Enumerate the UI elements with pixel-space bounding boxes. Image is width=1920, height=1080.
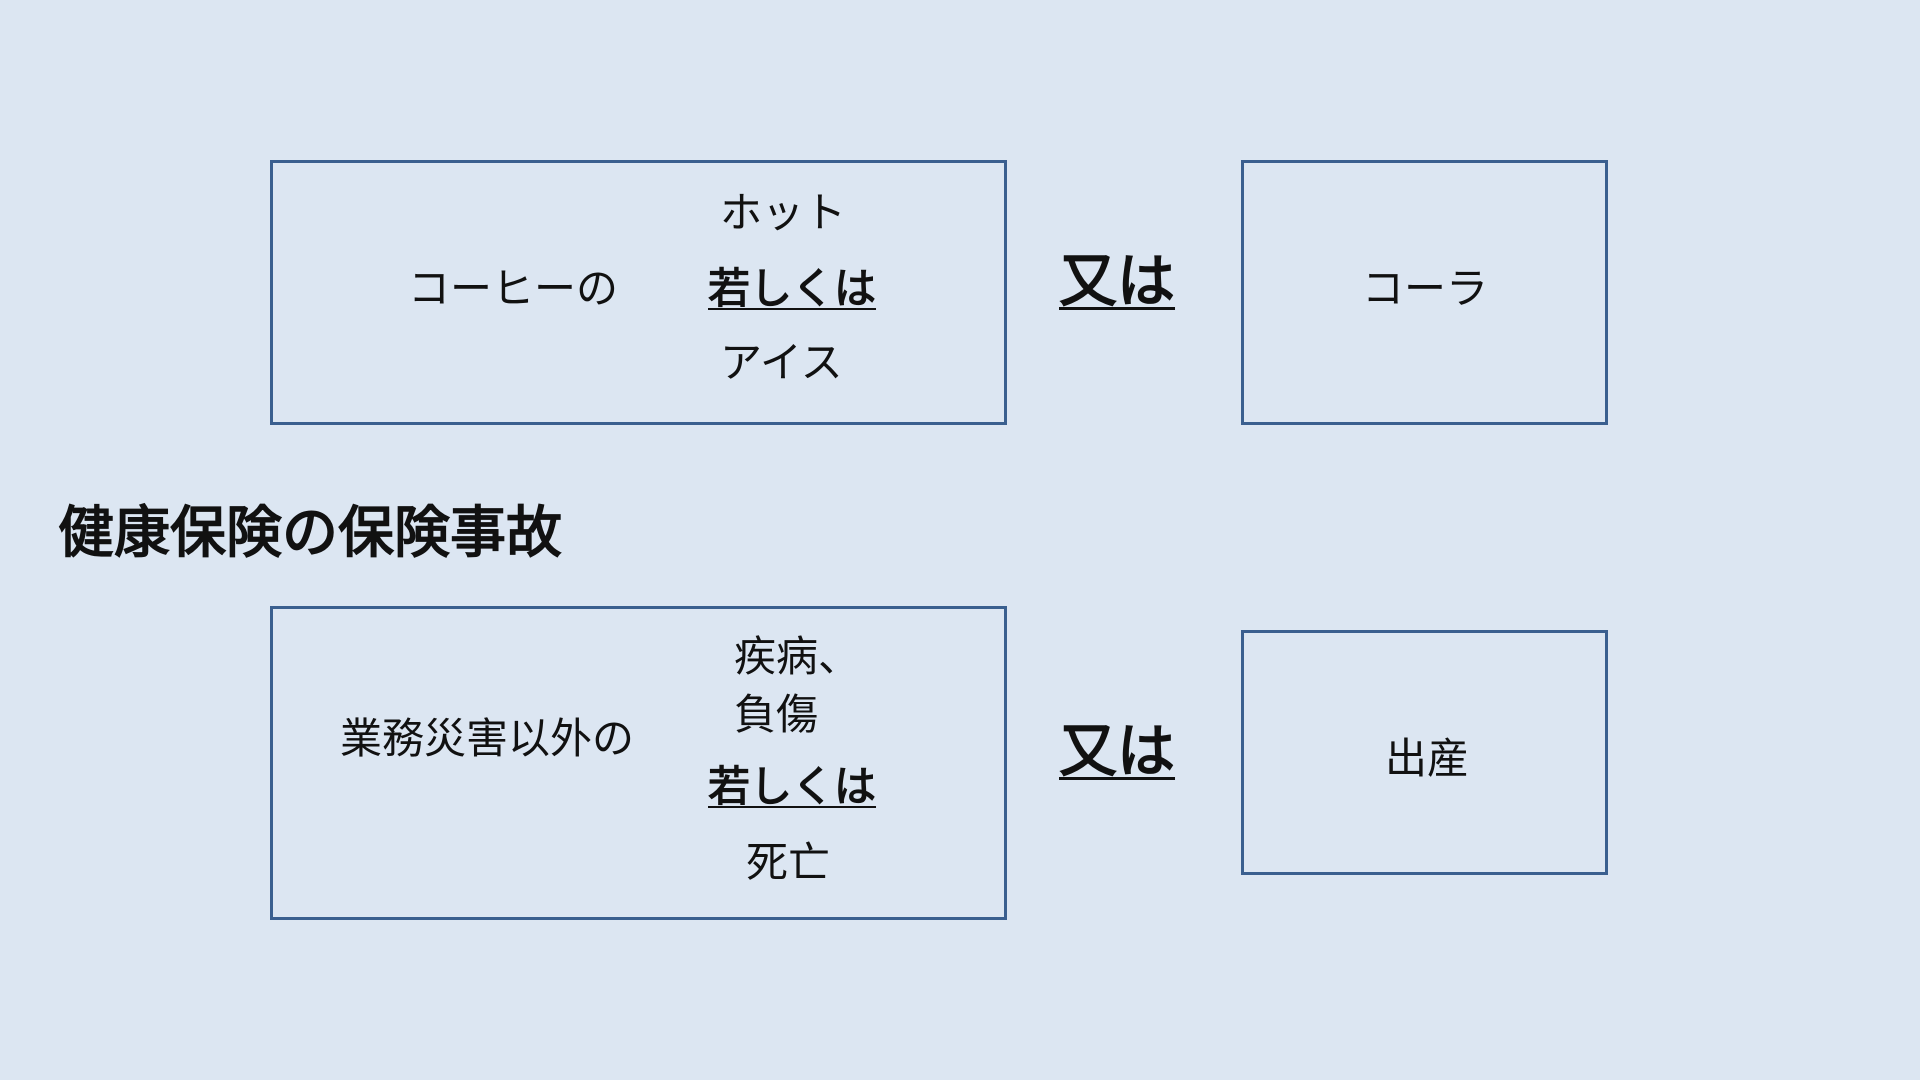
example-option-ice: アイス <box>720 338 843 387</box>
example-left-box <box>270 160 1007 425</box>
section-title: 健康保険の保険事故 <box>58 501 562 566</box>
example-right-cola: コーラ <box>1362 264 1489 313</box>
insurance-connector-wakushikuwa: 若しくは <box>708 762 877 811</box>
insurance-option-death: 死亡 <box>746 838 831 887</box>
example-connector-mataha: 又は <box>1059 247 1176 315</box>
example-left-prefix: コーヒーの <box>408 264 619 313</box>
insurance-option-illness: 疾病、 <box>734 632 861 681</box>
insurance-right-childbirth: 出産 <box>1385 734 1470 783</box>
insurance-left-prefix: 業務災害以外の <box>340 714 635 763</box>
example-option-hot: ホット <box>720 188 847 237</box>
insurance-connector-mataha: 又は <box>1059 717 1176 785</box>
insurance-right-box <box>1241 630 1608 875</box>
insurance-left-box <box>270 606 1007 920</box>
example-connector-wakushikuwa: 若しくは <box>708 264 877 313</box>
example-right-box <box>1241 160 1608 425</box>
insurance-option-injury: 負傷 <box>734 690 819 739</box>
